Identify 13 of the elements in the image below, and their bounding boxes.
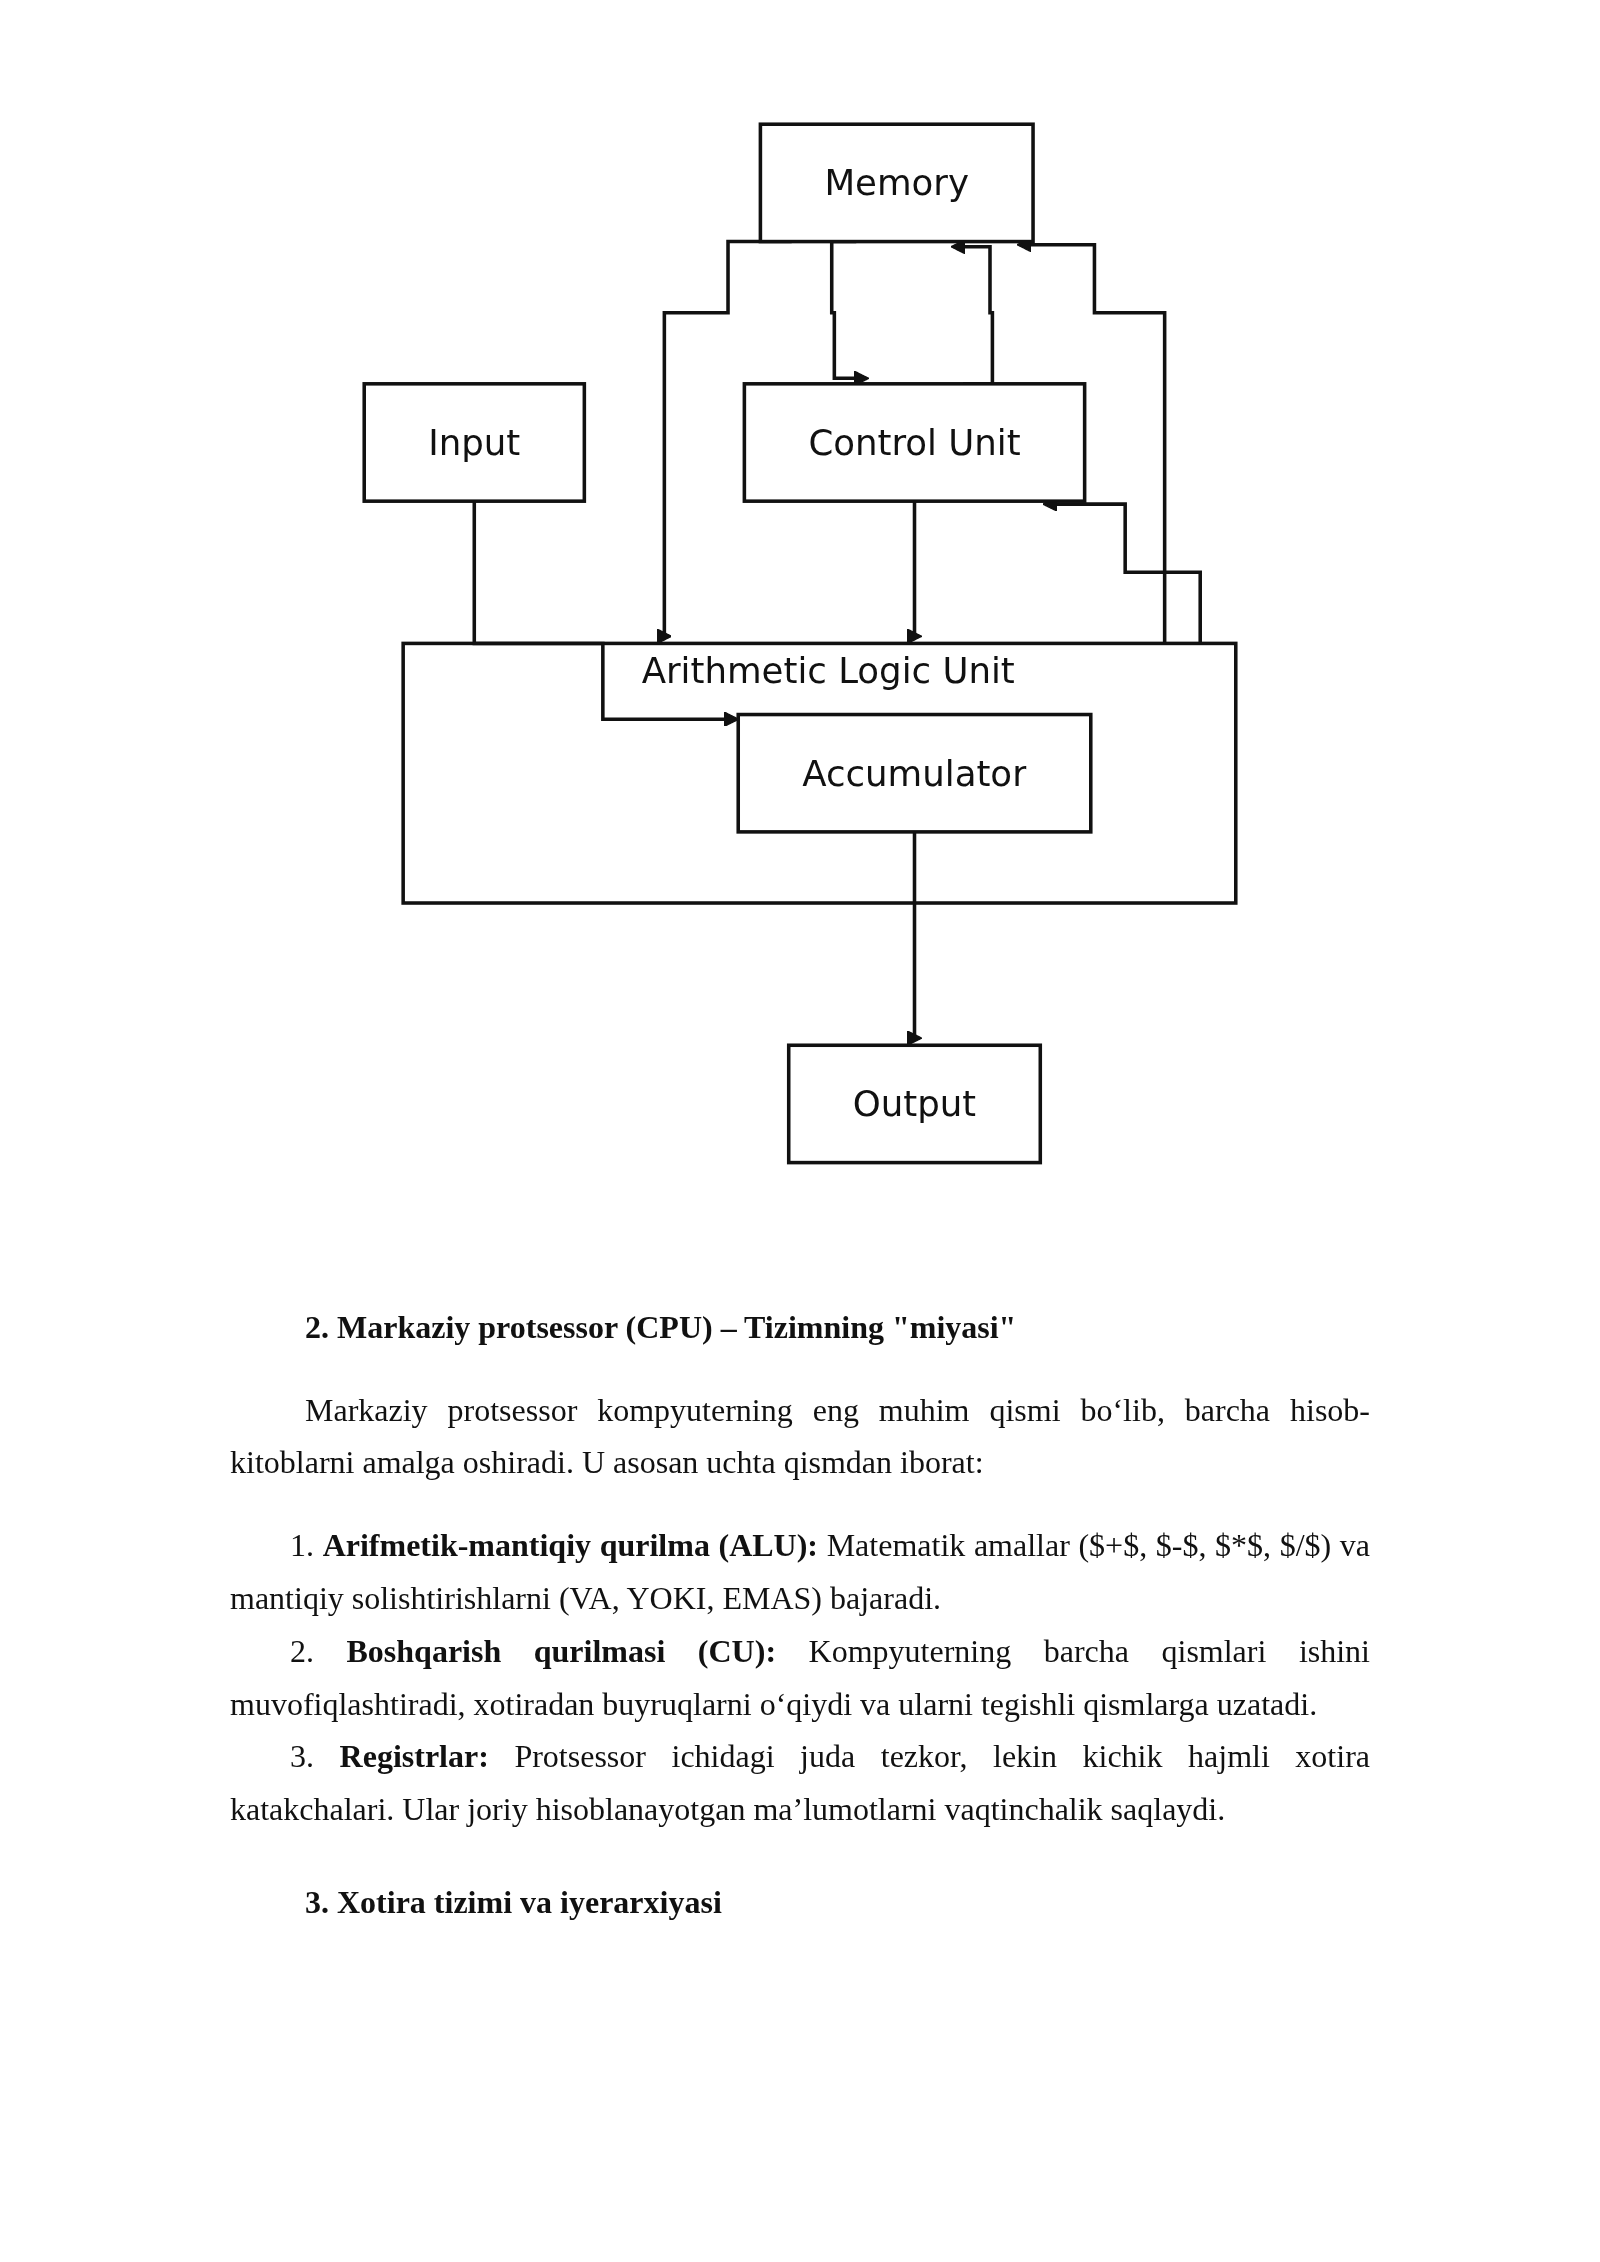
node-box — [758, 122, 1035, 244]
node-box — [736, 712, 1093, 834]
list-item: 1. Arifmetik-mantiqiy qurilma (ALU): Matematik amallar ($+$, $-$, $*$, $/$) va mantiqiy solishtirishlarni (VA, YOKI, EMAS) bajaradi. — [230, 1526, 1370, 1618]
list-item: 3. Registrlar: Protsessor ichidagi juda tezkor, lekin kichik hajmli xotira katakchalari. Ular joriy hisoblanayotgan ma’lumotlarni vaqtinchalik saqlaydi. — [230, 1737, 1370, 1830]
cluster — [401, 641, 1238, 905]
node-box — [742, 382, 1087, 503]
list-item: 2. Boshqarish qurilmasi (CU): Kompyuterning barcha qismlari ishini muvofiqlashtiradi, xotiradan buyruqlarni o‘qiydi va ularni tegishli qismlarga uzatadi. — [230, 1631, 1370, 1724]
node-box — [786, 1043, 1043, 1165]
block-diagram: Memory Input Control Unit Arithmetic Logic Unit Accumulator Output — [350, 110, 1250, 1177]
paragraph: Markaziy protsessor kompyuterning eng muhim qismi bo‘lib, barcha hisob-kitoblarni amalga oshiradi. U asosan uchta qismdan iborat: — [230, 1390, 1370, 1483]
section-heading: 2. Markaziy protsessor (CPU) – Tizimning "miyasi" — [305, 1307, 1018, 1347]
section-heading: 3. Xotira tizimi va iyerarxiyasi — [305, 1883, 723, 1922]
node-box — [362, 382, 587, 503]
